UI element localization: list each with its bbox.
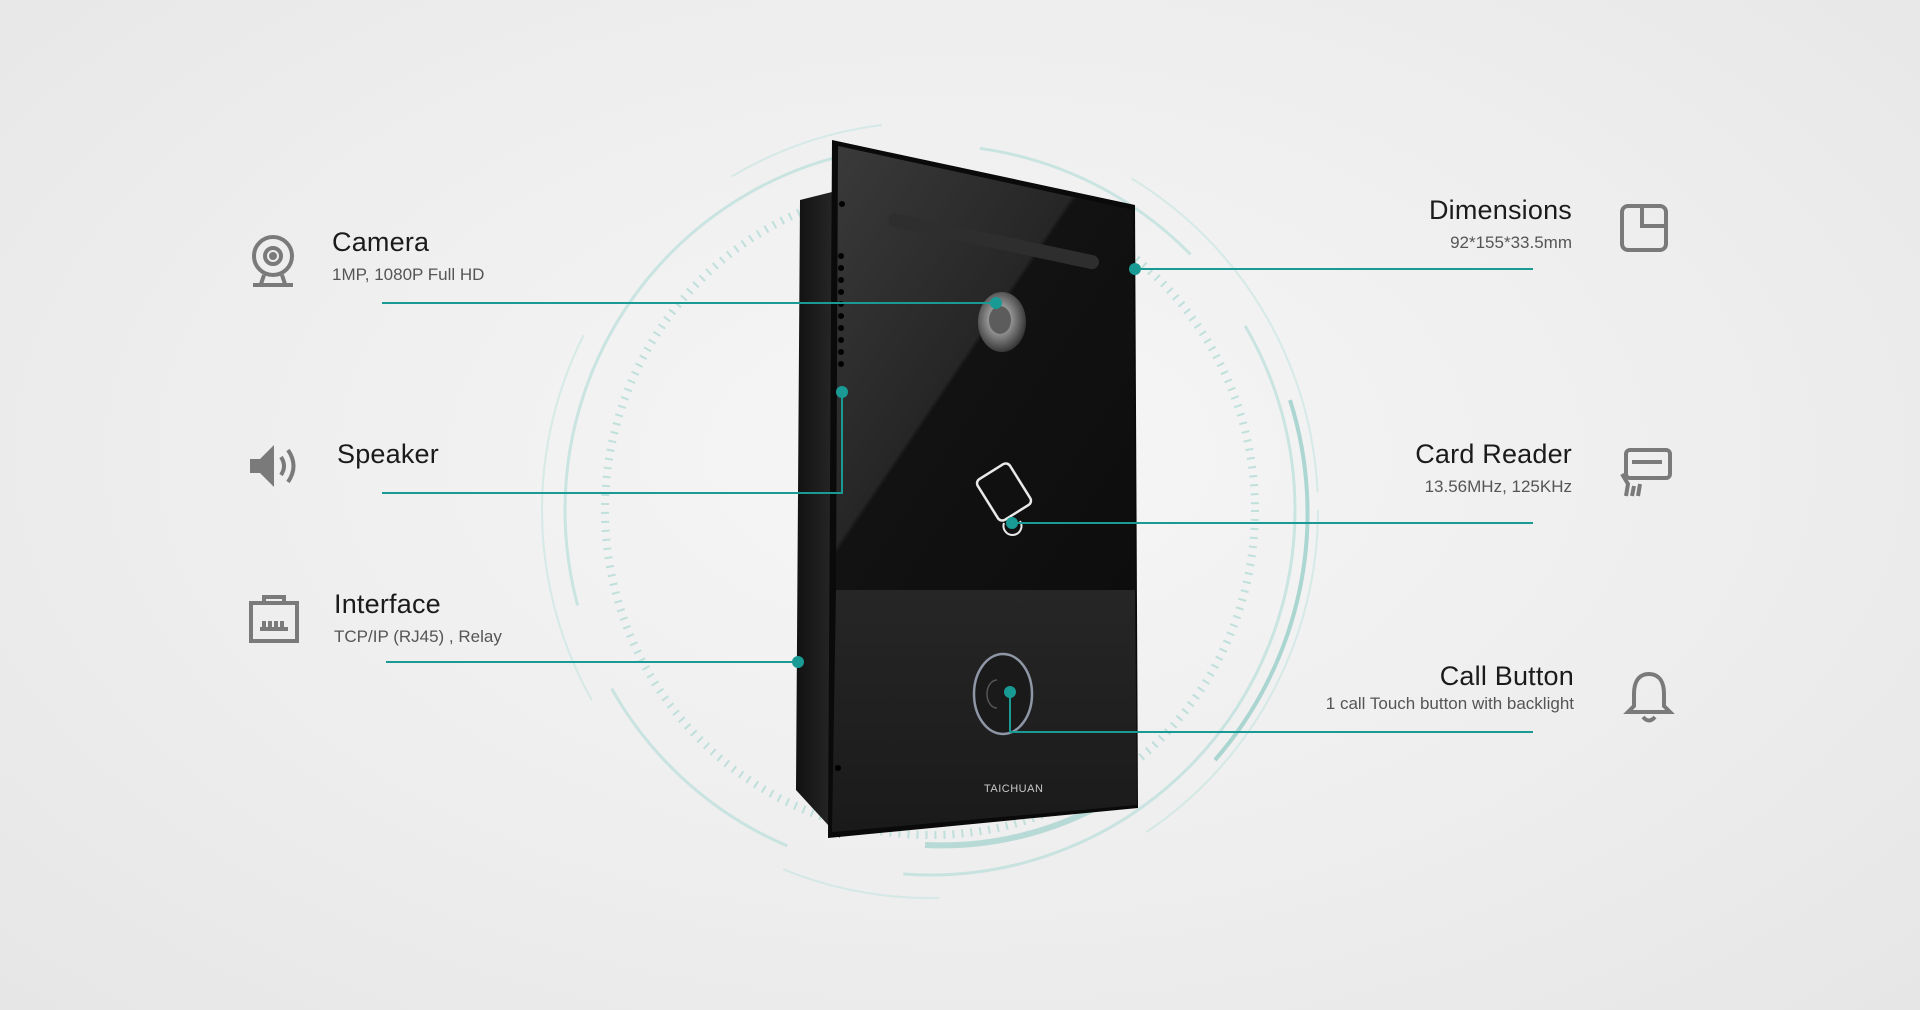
- speaker-title: Speaker: [337, 439, 439, 469]
- feature-speaker: Speaker: [337, 439, 439, 470]
- dimensions-title: Dimensions: [1428, 195, 1572, 225]
- callout-dots: [792, 263, 1141, 698]
- dimensions-icon: [1616, 200, 1674, 258]
- device-brand-label: TAICHUAN: [984, 783, 1043, 795]
- card-tap-icon: [1618, 444, 1676, 502]
- feature-camera: Camera 1MP, 1080P Full HD: [332, 227, 485, 284]
- feature-call-button: Call Button 1 call Touch button with bac…: [1325, 661, 1574, 713]
- call-button-spec: 1 call Touch button with backlight: [1325, 693, 1574, 713]
- interface-spec: TCP/IP (RJ45) , Relay: [334, 626, 502, 646]
- interface-title: Interface: [334, 589, 441, 619]
- ethernet-port-icon: [246, 591, 304, 649]
- call-button-title: Call Button: [1439, 661, 1574, 691]
- webcam-icon: [244, 232, 302, 290]
- camera-title: Camera: [332, 227, 430, 257]
- card-reader-title: Card Reader: [1415, 439, 1572, 469]
- callout-lines: [382, 268, 1533, 733]
- camera-spec: 1MP, 1080P Full HD: [332, 264, 485, 284]
- feature-interface: Interface TCP/IP (RJ45) , Relay: [334, 589, 502, 646]
- card-reader-spec: 13.56MHz, 125KHz: [1424, 476, 1572, 496]
- dimensions-spec: 92*155*33.5mm: [1450, 232, 1572, 252]
- feature-dimensions: Dimensions 92*155*33.5mm: [1428, 195, 1572, 252]
- door-station-device: [796, 140, 1138, 838]
- speaker-icon: [244, 437, 302, 495]
- feature-card-reader: Card Reader 13.56MHz, 125KHz: [1415, 439, 1572, 496]
- bell-icon: [1620, 668, 1678, 726]
